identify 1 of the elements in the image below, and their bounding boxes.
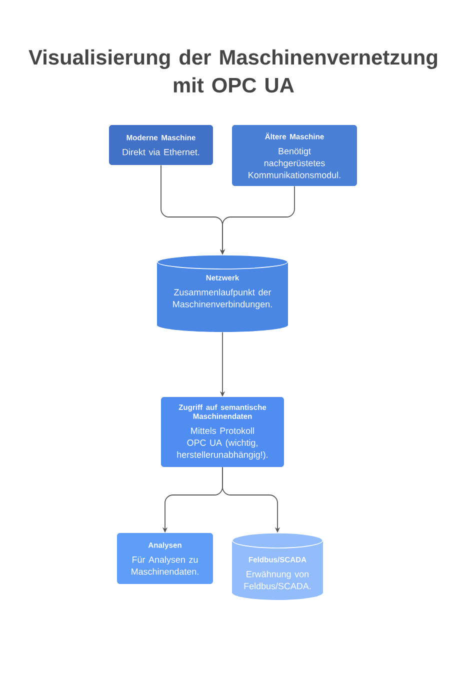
title: Visualisierung der Maschinenvernetzung mit OPC UA <box>28 49 438 93</box>
